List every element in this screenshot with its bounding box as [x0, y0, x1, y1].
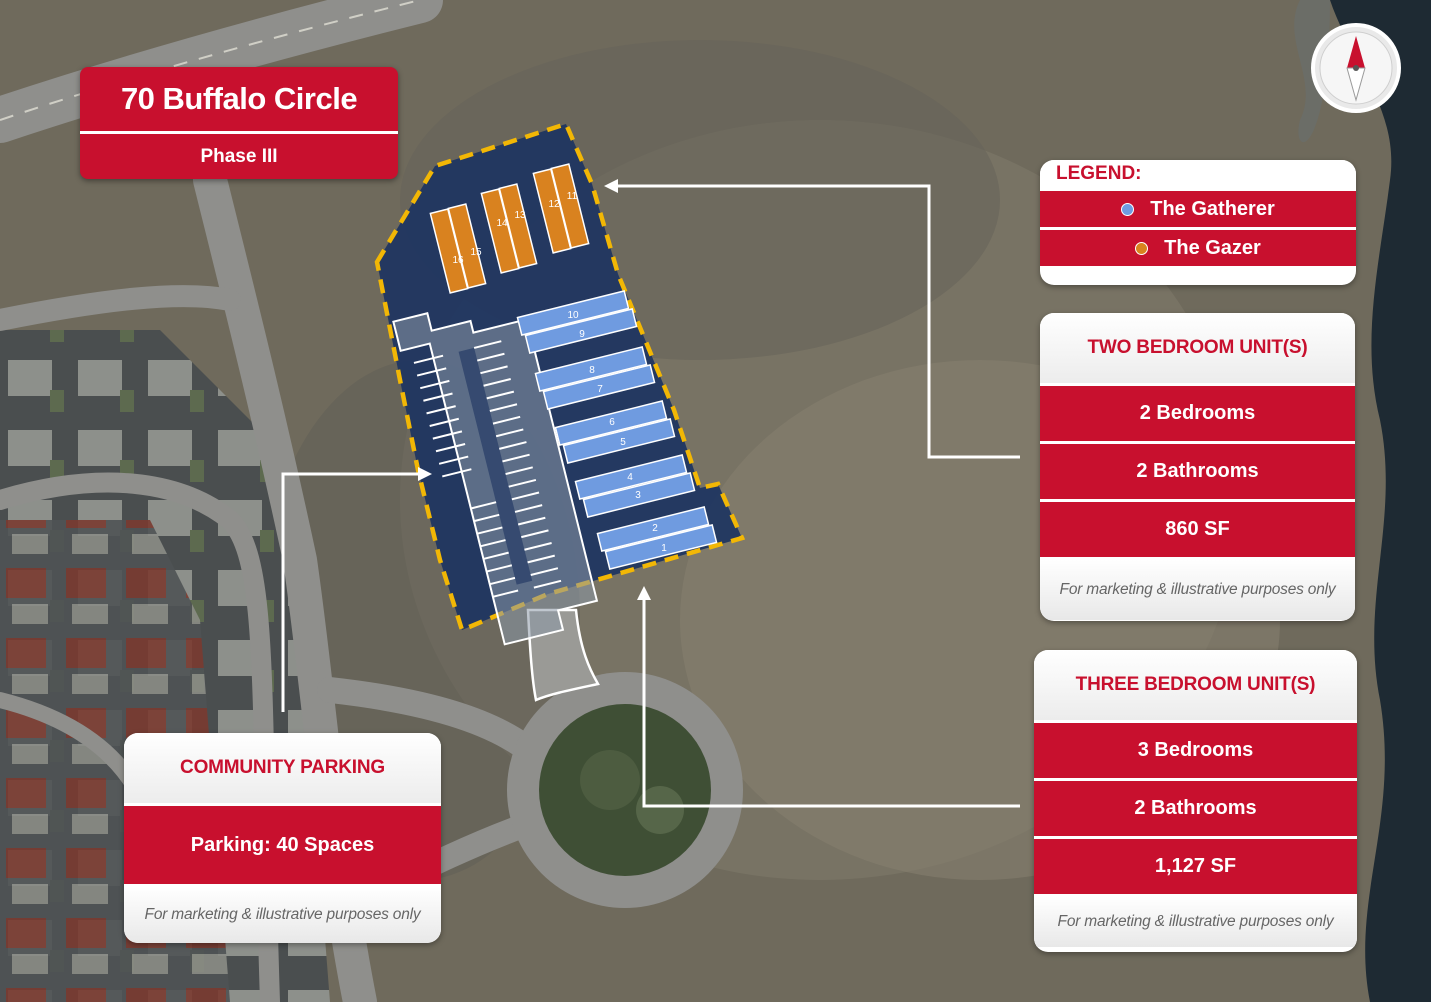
unit-label-9: 9	[579, 329, 585, 340]
unit-10	[516, 290, 630, 336]
legend-item-gatherer: The Gatherer	[1040, 188, 1356, 227]
unit-label-15: 15	[470, 247, 482, 258]
unit-4	[574, 454, 688, 500]
lake	[1330, 0, 1431, 1002]
unit-label-1: 1	[661, 543, 667, 554]
gatherer-units	[516, 290, 718, 570]
unit-label-5: 5	[620, 437, 626, 448]
three-bedroom-area: 1,127 SF	[1034, 836, 1357, 897]
callout-arrows	[281, 184, 1020, 808]
three-bedroom-bathrooms: 2 Bathrooms	[1034, 778, 1357, 836]
unit-label-14: 14	[496, 218, 508, 229]
unit-label-11: 11	[567, 191, 578, 202]
three-bedroom-panel: THREE BEDROOM UNIT(S) 3 Bedrooms 2 Bathr…	[1034, 650, 1357, 952]
unit-5	[562, 418, 676, 464]
gatherer-color-dot	[1121, 202, 1135, 216]
two-bedroom-area: 860 SF	[1040, 499, 1355, 560]
unit-3	[582, 472, 696, 518]
two-bedroom-panel: TWO BEDROOM UNIT(S) 2 Bedrooms 2 Bathroo…	[1040, 313, 1355, 621]
parking-spaces: Parking: 40 Spaces	[124, 803, 441, 887]
three-bedroom-bedrooms: 3 Bedrooms	[1034, 720, 1357, 778]
unit-15	[447, 203, 487, 289]
unit-6	[554, 400, 668, 446]
site-boundary	[374, 121, 746, 634]
unit-7	[542, 364, 656, 410]
parking-lot	[392, 312, 599, 646]
legend-label-gazer: The Gazer	[1164, 236, 1261, 259]
two-bedroom-bathrooms: 2 Bathrooms	[1040, 441, 1355, 499]
arrow-three-bedroom	[642, 598, 1020, 808]
two-bedroom-bedrooms: 2 Bedrooms	[1040, 383, 1355, 441]
property-title: 70 Buffalo Circle	[120, 81, 358, 116]
unit-8	[534, 346, 648, 392]
unit-label-16: 16	[452, 255, 464, 266]
arrow-parking	[281, 472, 420, 712]
gazer-color-dot	[1135, 241, 1149, 255]
unit-label-7: 7	[597, 384, 603, 395]
parking-heading: COMMUNITY PARKING	[124, 733, 441, 803]
compass-icon	[1311, 23, 1401, 113]
legend-item-gazer: The Gazer	[1040, 227, 1356, 269]
unit-11	[550, 163, 590, 249]
parking-footnote: For marketing & illustrative purposes on…	[124, 887, 441, 943]
unit-9	[524, 308, 638, 354]
unit-label-13: 13	[514, 210, 526, 221]
legend-panel: LEGEND: The Gatherer The Gazer	[1040, 160, 1356, 285]
three-bedroom-heading: THREE BEDROOM UNIT(S)	[1034, 650, 1357, 720]
legend-label-gatherer: The Gatherer	[1150, 197, 1275, 220]
unit-1	[604, 524, 718, 570]
unit-13	[498, 183, 538, 269]
community-parking-panel: COMMUNITY PARKING Parking: 40 Spaces For…	[124, 733, 441, 943]
two-bedroom-heading: TWO BEDROOM UNIT(S)	[1040, 313, 1355, 383]
unit-label-4: 4	[627, 472, 633, 483]
unit-label-8: 8	[589, 365, 595, 376]
phase-label: Phase III	[80, 131, 398, 179]
title-card: 70 Buffalo Circle Phase III	[80, 67, 398, 179]
legend-heading: LEGEND:	[1040, 160, 1356, 188]
unit-label-6: 6	[609, 417, 615, 428]
unit-label-3: 3	[635, 490, 641, 501]
roundabout	[507, 672, 743, 908]
unit-label-2: 2	[652, 523, 658, 534]
arrow-two-bedroom	[616, 184, 1020, 459]
gazer-units	[429, 163, 590, 294]
two-bedroom-footnote: For marketing & illustrative purposes on…	[1040, 560, 1355, 620]
unit-label-10: 10	[567, 310, 579, 321]
three-bedroom-footnote: For marketing & illustrative purposes on…	[1034, 897, 1357, 947]
unit-2	[596, 506, 710, 552]
unit-label-12: 12	[548, 199, 560, 210]
